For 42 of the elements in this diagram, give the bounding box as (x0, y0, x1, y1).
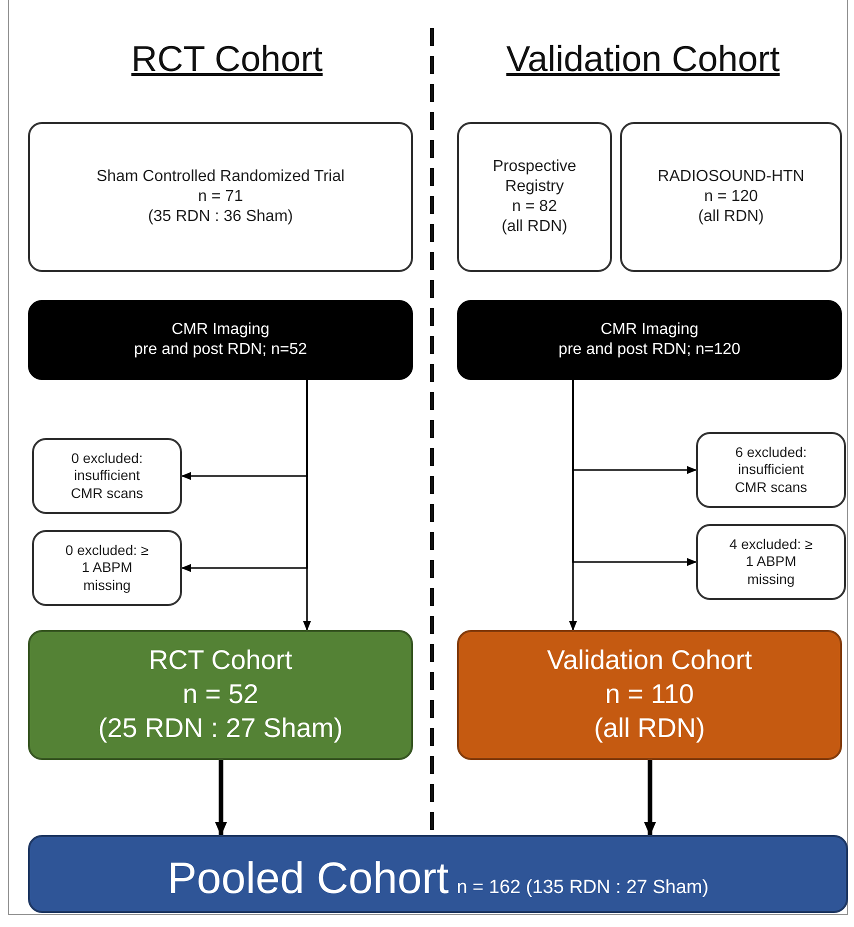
column-heading: Validation Cohort (505, 38, 781, 80)
node-text: RCT Cohort (148, 644, 292, 678)
node-text: CMR Imaging (172, 320, 270, 340)
node-text: n = 82 (512, 197, 557, 217)
node-text: Sham Controlled Randomized Trial (96, 167, 345, 187)
node-text: pre and post RDN; n=120 (558, 340, 740, 360)
column-heading: RCT Cohort (130, 38, 324, 80)
exclusion-box (696, 524, 846, 600)
node-text: 6 excluded: insufficient CMR scans (734, 444, 808, 496)
node-text: pre and post RDN; n=52 (134, 340, 307, 360)
arrow (569, 380, 577, 631)
node-text: n = 52 (182, 678, 258, 712)
node-text: (25 RDN : 27 Sham) (98, 712, 343, 745)
exclusion-box (32, 530, 182, 606)
node-text: 4 excluded: ≥ 1 ABPM missing (728, 536, 814, 588)
exclusion-box (32, 438, 182, 514)
cohort-box (28, 630, 413, 760)
source-box (457, 122, 612, 272)
node-text: CMR Imaging (600, 320, 698, 340)
node-text: n = 110 (605, 678, 694, 712)
arrow (644, 760, 656, 836)
arrow (303, 380, 311, 631)
node-text: n = 162 (135 RDN : 27 Sham) (456, 876, 709, 900)
imaging-box (28, 300, 413, 380)
cohort-box (457, 630, 842, 760)
arrow (215, 760, 227, 836)
imaging-box (457, 300, 842, 380)
pooled-cohort-box (28, 835, 848, 913)
node-text: RADIOSOUND-HTN (658, 167, 804, 187)
node-text: Pooled Cohort (167, 853, 449, 905)
source-box (28, 122, 413, 272)
node-text: (35 RDN : 36 Sham) (148, 207, 293, 227)
node-text: 0 excluded: ≥ 1 ABPM missing (64, 542, 150, 594)
exclusion-box (696, 432, 846, 508)
node-text: Validation Cohort (546, 644, 752, 678)
node-text: (all RDN) (502, 217, 568, 237)
node-text: (all RDN) (698, 207, 764, 227)
node-text: n = 120 (704, 187, 758, 207)
node-text: n = 71 (198, 187, 243, 207)
node-text: (all RDN) (594, 712, 705, 745)
source-box (620, 122, 842, 272)
node-text: 0 excluded: insufficient CMR scans (70, 450, 144, 502)
